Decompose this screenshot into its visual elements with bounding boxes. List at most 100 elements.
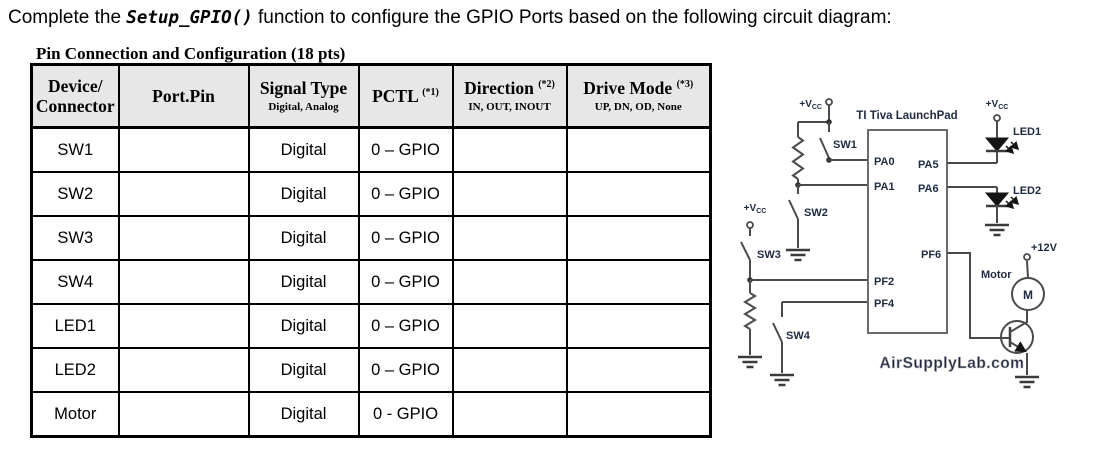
switch-sw1: SW1 <box>819 122 857 163</box>
col-header-port-pin: Port.Pin <box>117 63 250 129</box>
device-cell: SW3 <box>30 215 120 261</box>
table-row: SW1 Digital 0 – GPIO <box>30 126 712 173</box>
table-row: LED2 Digital 0 – GPIO <box>30 347 712 393</box>
svg-text:+VCC: +VCC <box>799 99 822 111</box>
col-header-direction: Direction (*2) IN, OUT, INOUT <box>451 63 568 129</box>
port-pin-blank-cell <box>117 347 250 393</box>
table-row: LED1 Digital 0 – GPIO <box>30 303 712 349</box>
drive-mode-blank-cell <box>565 347 712 393</box>
board-title: TI Tiva LaunchPad <box>856 110 957 122</box>
direction-blank-cell <box>451 215 568 261</box>
signal-type-cell: Digital <box>247 259 360 305</box>
port-pin-blank-cell <box>117 259 250 305</box>
svg-text:+VCC: +VCC <box>744 203 767 215</box>
header-row: Device/ Connector Port.Pin Signal Type D… <box>30 63 712 129</box>
direction-blank-cell <box>451 171 568 217</box>
svg-text:SW2: SW2 <box>804 207 828 219</box>
col-header-pctl: PCTL (*1) <box>357 63 454 129</box>
vcc-terminal-sw3: +VCC <box>744 203 767 229</box>
ground-sw2 <box>786 248 810 262</box>
watermark: AirSupplyLab.com <box>880 355 1025 372</box>
led2-label: LED2 <box>1013 185 1041 197</box>
pullup-resistor-pa1 <box>791 136 805 180</box>
signal-type-cell: Digital <box>247 391 360 438</box>
signal-type-cell: Digital <box>247 347 360 393</box>
ground-sw4 <box>770 373 794 387</box>
pin-configuration-table: Device/ Connector Port.Pin Signal Type D… <box>30 63 712 438</box>
pctl-cell: 0 – GPIO <box>357 215 454 261</box>
tiva-launchpad-chip <box>867 129 948 334</box>
switch-sw3: SW3 <box>740 228 781 280</box>
pin-label-pa6: PA6 <box>918 183 939 195</box>
pin-label-pf6: PF6 <box>921 249 941 261</box>
pin-label-pf2: PF2 <box>874 276 894 288</box>
led1-label: LED1 <box>1013 126 1041 138</box>
switch-sw2: SW2 <box>788 185 828 248</box>
direction-blank-cell <box>451 347 568 393</box>
device-cell: SW4 <box>30 259 120 305</box>
table-row: SW2 Digital 0 – GPIO <box>30 171 712 217</box>
motor-label: Motor <box>981 269 1012 281</box>
signal-type-cell: Digital <box>247 126 360 173</box>
led2-symbol <box>984 192 1020 223</box>
pctl-cell: 0 - GPIO <box>357 391 454 438</box>
ground-transistor <box>1015 375 1039 389</box>
drive-mode-blank-cell <box>565 303 712 349</box>
ground-resistor <box>738 355 762 369</box>
drive-mode-blank-cell <box>565 126 712 173</box>
table-row: SW4 Digital 0 – GPIO <box>30 259 712 305</box>
table-row: SW3 Digital 0 – GPIO <box>30 215 712 261</box>
port-pin-blank-cell <box>117 391 250 438</box>
pin-label-pf4: PF4 <box>874 298 895 310</box>
direction-blank-cell <box>451 303 568 349</box>
port-pin-blank-cell <box>117 171 250 217</box>
direction-blank-cell <box>451 259 568 305</box>
device-cell: LED1 <box>30 303 120 349</box>
direction-blank-cell <box>451 126 568 173</box>
signal-type-cell: Digital <box>247 171 360 217</box>
table-caption: Pin Connection and Configuration (18 pts… <box>36 44 346 63</box>
pctl-cell: 0 – GPIO <box>357 171 454 217</box>
pctl-cell: 0 – GPIO <box>357 126 454 173</box>
title-function-code: Setup_GPIO() <box>126 8 253 28</box>
page-title: Complete the Setup_GPIO() function to co… <box>8 7 1108 29</box>
pin-label-pa0: PA0 <box>874 156 895 168</box>
vcc-terminal-led1: +VCC <box>986 99 1009 111</box>
device-cell: SW1 <box>30 126 120 173</box>
drive-mode-blank-cell <box>565 215 712 261</box>
drive-mode-blank-cell <box>565 171 712 217</box>
signal-type-cell: Digital <box>247 215 360 261</box>
direction-blank-cell <box>451 391 568 438</box>
motor-symbol: M <box>1011 253 1045 311</box>
v12-terminal-label: +12V <box>1031 242 1058 254</box>
title-suffix: function to configure the GPIO Ports bas… <box>252 7 892 28</box>
npn-transistor <box>1000 310 1034 375</box>
signal-type-cell: Digital <box>247 303 360 349</box>
pin-label-pa5: PA5 <box>918 159 939 171</box>
ground-led2 <box>985 223 1009 237</box>
drive-mode-blank-cell <box>565 259 712 305</box>
pctl-cell: 0 – GPIO <box>357 303 454 349</box>
drive-mode-blank-cell <box>565 391 712 438</box>
device-cell: SW2 <box>30 171 120 217</box>
svg-text:SW4: SW4 <box>786 330 811 342</box>
vcc-terminal-top: +VCC <box>799 98 833 111</box>
svg-text:SW1: SW1 <box>833 139 857 151</box>
pin-label-pa1: PA1 <box>874 181 895 193</box>
pctl-cell: 0 – GPIO <box>357 259 454 305</box>
device-cell: Motor <box>30 391 120 438</box>
pctl-cell: 0 – GPIO <box>357 347 454 393</box>
device-cell: LED2 <box>30 347 120 393</box>
svg-text:M: M <box>1023 288 1033 302</box>
col-header-signal-type: Signal Type Digital, Analog <box>247 63 360 129</box>
col-header-device: Device/ Connector <box>30 63 120 129</box>
led1-symbol <box>984 114 1020 155</box>
port-pin-blank-cell <box>117 215 250 261</box>
svg-text:SW3: SW3 <box>757 249 781 261</box>
port-pin-blank-cell <box>117 303 250 349</box>
circuit-diagram: AirSupplyLab.com +VCC SW1 SW2 <box>738 98 1058 389</box>
port-pin-blank-cell <box>117 126 250 173</box>
pulldown-resistor-pf2 <box>743 292 757 330</box>
col-header-drive-mode: Drive Mode (*3) UP, DN, OD, None <box>565 63 712 129</box>
